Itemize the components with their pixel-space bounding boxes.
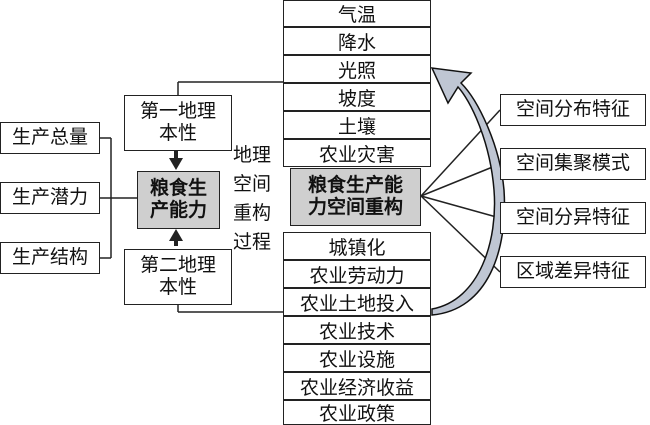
factor-bottom-3: 农业土地投入 [283,288,431,316]
factor-top-6: 农业灾害 [283,139,431,167]
process-label-1: 地理 [232,144,271,166]
center-left-box: 粮食生产能力 [137,171,220,229]
factor-top-4: 坡度 [283,83,431,111]
process-label-4: 过程 [232,231,271,253]
factor-top-2: 降水 [283,27,431,55]
factor-top-1: 气温 [283,0,431,27]
arrow-down-head [169,158,183,170]
factor-bottom-6: 农业经济收益 [283,372,431,400]
center-right-box: 粮食生产能力空间重构 [290,168,421,226]
connector-line [420,163,501,197]
left-item-structure: 生产结构 [0,242,100,274]
factor-bottom-2: 农业劳动力 [283,260,431,288]
factor-bottom-5: 农业设施 [283,344,431,372]
arrow-up-head [169,229,183,241]
right-item-regional: 区域差异特征 [500,256,646,288]
first-nature-box: 第一地理本性 [124,95,232,151]
factor-bottom-7: 农业政策 [283,400,431,425]
process-label-2: 空间 [232,173,271,195]
second-nature-box: 第二地理本性 [124,249,232,305]
factor-bottom-4: 农业技术 [283,316,431,344]
right-item-distribution: 空间分布特征 [500,94,646,126]
left-item-potential: 生产潜力 [0,182,100,214]
factor-top-3: 光照 [283,55,431,83]
connector-line [420,195,501,219]
factor-top-5: 土壤 [283,111,431,139]
right-item-differentiation: 空间分异特征 [500,202,646,234]
right-item-agglomeration: 空间集聚模式 [500,148,646,180]
feedback-arrow [430,67,506,316]
left-item-total: 生产总量 [0,122,100,154]
factor-bottom-1: 城镇化 [283,232,431,260]
process-label-3: 重构 [232,202,271,224]
